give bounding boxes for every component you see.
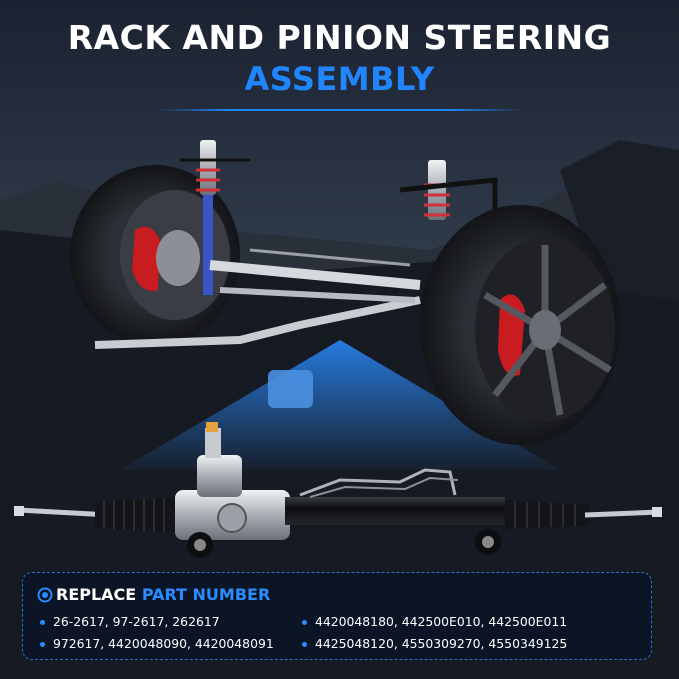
right-strut [399,160,498,220]
target-icon [37,587,53,607]
left-wheel [70,165,240,345]
left-strut [180,140,250,295]
right-wheel [420,205,620,445]
part-number-panel: REPLACE PART NUMBER 26-2617, 97-2617, 26… [22,572,652,660]
page-title: RACK AND PINION STEERING [67,18,612,57]
heading-replace: REPLACE [56,585,137,604]
subframe [94,248,421,408]
part-number-item: 4425048120, 4550309270, 4550349125 [301,633,567,655]
heading-part-number: PART NUMBER [141,585,271,604]
part-number-item: 26-2617, 97-2617, 262617 [39,611,274,633]
part-list-left: 26-2617, 97-2617, 262617 972617, 4420048… [39,611,274,655]
steering-rack [14,422,662,558]
highlight-beam [120,340,560,470]
title-underline [158,109,522,111]
panel-heading: REPLACE PART NUMBER [37,585,270,607]
page-subtitle: ASSEMBLY [244,60,435,98]
part-number-item: 4420048180, 442500E010, 442500E011 [301,611,567,633]
part-number-item: 972617, 4420048090, 4420048091 [39,633,274,655]
part-list-right: 4420048180, 442500E010, 442500E011 44250… [301,611,567,655]
